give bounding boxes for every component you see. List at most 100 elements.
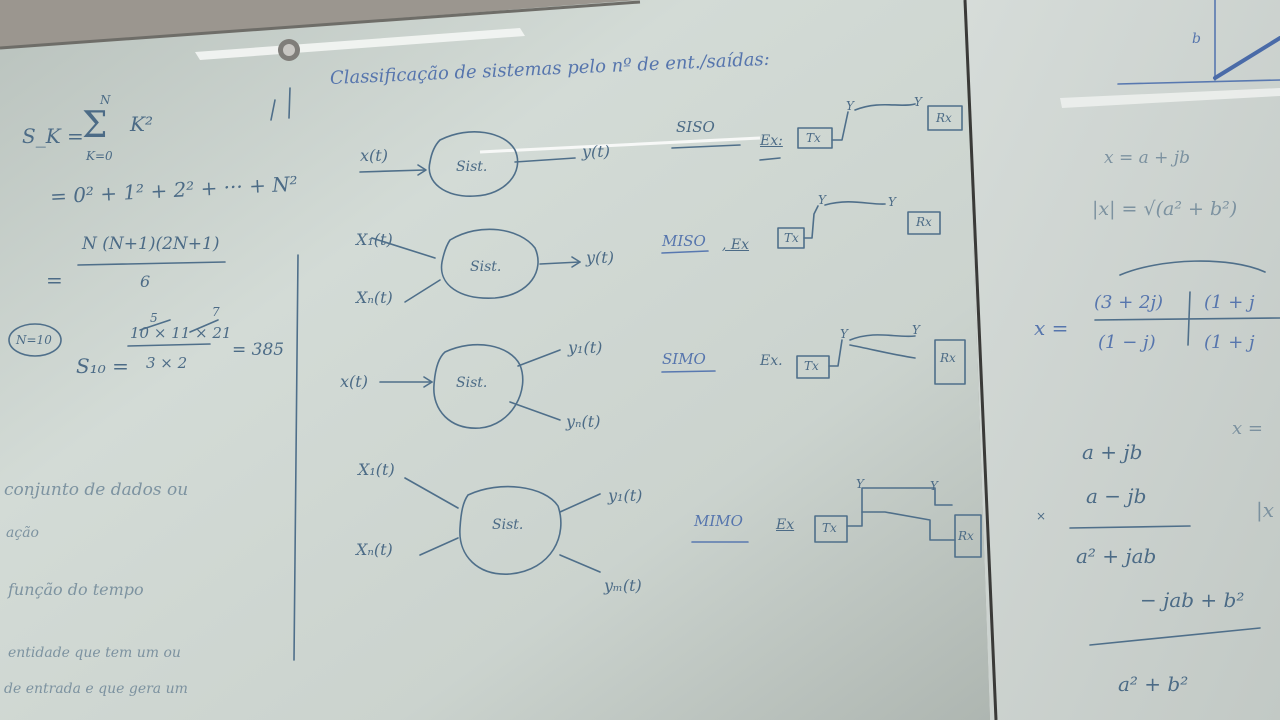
miso-input-1-label: X₁(t) [356,230,393,249]
imag-axis-label: b [1192,31,1201,47]
sum-term: K² [130,112,153,136]
s10-denominator: 3 × 2 [146,354,188,372]
fraction-numerator-1: (3 + 2j) [1094,292,1164,313]
mimo-output-m-label: yₘ(t) [604,576,642,595]
n10-circle [8,323,62,357]
fraction-bar [1094,317,1280,321]
siso-antenna-2: Y [914,95,922,109]
multiplier: a − jb [1086,484,1147,508]
product-result: a² + b² [1118,672,1189,696]
miso-input-n-label: Xₙ(t) [356,288,393,307]
formula-numerator: N (N+1)(2N+1) [82,234,220,254]
miso-tx-label: Tx [784,231,799,245]
sum-lower-limit: K=0 [86,149,113,163]
miso-antenna-2: Y [888,195,896,209]
siso-tx-label: Tx [806,131,821,145]
divider-line [288,87,291,119]
siso-type-label: SISO [676,118,715,136]
partial-equation: x = [1232,418,1263,439]
definition-line: ação [6,525,39,541]
fraction-bar [77,261,226,266]
simo-example-label: Ex. [760,353,783,369]
simo-output-1-label: y₁(t) [568,338,603,357]
definition-line: função do tempo [8,580,144,599]
simo-input-label: x(t) [340,372,368,391]
mult-bar [1089,627,1261,646]
siso-output-label: y(t) [582,142,610,161]
mult-bar [1069,525,1191,529]
partial-product-2: − jab + b² [1140,588,1245,612]
mimo-antenna-1: Y [856,477,864,491]
mimo-input-n-label: Xₙ(t) [356,540,393,559]
divider-line [293,254,299,661]
definition-line: de entrada e que gera um [4,681,188,697]
complex-modulus: |x| = √(a² + b²) [1092,198,1238,220]
fraction-denominator-1: (1 − j) [1098,332,1156,353]
real-axis [1117,79,1280,85]
definition-line: entidade que tem um ou [8,645,181,661]
cancel-stroke [189,319,219,333]
simo-antenna-2: Y [912,323,920,337]
simo-tx-label: Tx [804,359,819,373]
siso-antenna-1: Y [846,99,854,113]
cancel-stroke [139,319,171,331]
partial-product-1: a² + jab [1076,544,1157,568]
siso-system-label: Sist. [456,159,488,175]
formula-equals: = [46,268,63,292]
complex-vector [1213,36,1280,80]
mimo-output-1-label: y₁(t) [608,486,643,505]
fraction-numerator-2: (1 + j [1204,292,1255,313]
fraction-denominator-2: (1 + j [1204,332,1255,353]
complex-definition: x = a + jb [1104,148,1190,168]
siso-input-arrow [359,169,426,173]
sum-upper-limit: N [100,93,111,107]
mimo-system-label: Sist. [492,517,524,533]
s10-result: = 385 [232,340,285,360]
miso-type-label: MISO [662,232,706,250]
n-equals-10: N=10 [16,333,52,347]
miso-rx-label: Rx [916,215,932,229]
miso-example-label: , Ex [722,237,750,253]
sigma-symbol: Σ [82,105,108,146]
simo-rx-label: Rx [940,351,956,365]
fraction-lhs: x = [1034,316,1069,340]
siso-tx-box [797,127,833,149]
simo-tx-box [796,355,830,379]
mimo-rx-box [954,514,982,558]
multiplicand: a + jb [1082,440,1143,464]
mimo-type-label: MIMO [694,512,743,530]
siso-blob [428,131,519,197]
edge-partial-text: |x [1256,498,1275,522]
miso-system-label: Sist. [470,259,502,275]
mimo-example-label: Ex [776,517,795,533]
siso-output-arrow [514,157,576,163]
simo-rx-box [934,339,966,385]
simo-blob [433,343,524,429]
mimo-rx-label: Rx [958,529,974,543]
miso-rx-box [907,211,941,235]
miso-output-label: y(t) [586,248,614,267]
fraction-bar [127,343,211,347]
mimo-tx-label: Tx [822,521,837,535]
siso-rx-label: Rx [936,111,952,125]
divider-line [270,99,276,121]
sk-lhs: S_K = [22,124,84,148]
simo-type-label: SIMO [662,350,706,368]
miso-blob [440,228,539,299]
times-sign: × [1036,509,1047,523]
siso-input-label: x(t) [360,146,388,165]
definition-line: conjunto de dados ou [4,480,189,500]
mimo-blob [459,485,562,575]
s10-numerator: 10 × 11 × 21 [130,324,232,342]
simo-antenna-1: Y [840,327,848,341]
mimo-antenna-2: Y [930,479,938,493]
simo-system-label: Sist. [456,375,488,391]
mimo-tx-box [814,515,848,543]
miso-antenna-1: Y [818,193,826,207]
formula-denominator: 6 [140,272,151,291]
siso-rx-box [927,105,963,131]
s10-cancel-note: 7 [212,305,220,319]
